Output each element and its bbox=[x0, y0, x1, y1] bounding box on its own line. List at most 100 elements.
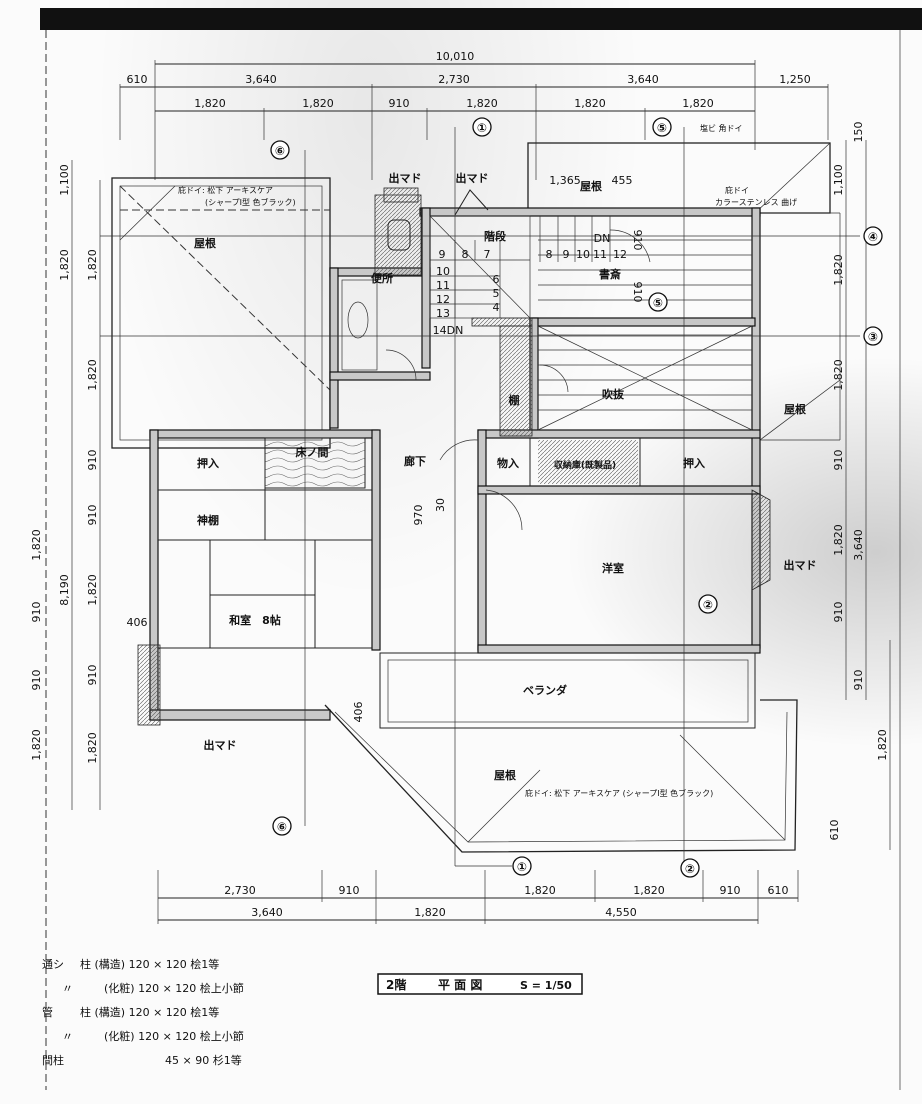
grid-mark: ⑥ bbox=[275, 144, 285, 158]
dim-left: 1,820 bbox=[86, 249, 99, 281]
dim-top: 2,730 bbox=[438, 73, 470, 86]
stair-step: 12 bbox=[613, 248, 627, 261]
dim-top: 3,640 bbox=[245, 73, 277, 86]
note-gutter: 庇ドイ bbox=[725, 185, 749, 195]
dim-top: 1,820 bbox=[682, 97, 714, 110]
label-bay-window: 出マド bbox=[784, 558, 817, 572]
dim-top: 3,640 bbox=[627, 73, 659, 86]
label-down: DN bbox=[594, 232, 611, 245]
stair-step: 4 bbox=[493, 301, 500, 314]
roof-left bbox=[111, 177, 331, 449]
legend-prefix: 管 bbox=[42, 1005, 53, 1019]
grid-mark: ⑤ bbox=[653, 296, 663, 310]
dim-bottom: 910 bbox=[720, 884, 741, 897]
dim-top: 1,820 bbox=[194, 97, 226, 110]
walls bbox=[137, 187, 771, 729]
title-scale: S = 1/50 bbox=[520, 979, 572, 992]
stair-step: 12 bbox=[436, 293, 450, 306]
dim-top: 1,820 bbox=[466, 97, 498, 110]
grid-marks: ① ⑤ ⑥ ④ ③ ⑤ ② ⑥ ① ② bbox=[270, 117, 883, 878]
bottom-dimensions: 2,730 910 1,820 1,820 910 610 3,640 1,82… bbox=[157, 870, 799, 924]
dim-bottom: 3,640 bbox=[251, 906, 283, 919]
dim-interior: 30 bbox=[434, 498, 447, 512]
dim-interior: 910 bbox=[631, 230, 644, 251]
label-veranda: ベランダ bbox=[523, 683, 567, 697]
label-corridor: 廊下 bbox=[404, 454, 426, 468]
dim-right: 910 bbox=[852, 670, 865, 691]
stair-step: 11 bbox=[436, 279, 450, 292]
legend-text: 45 × 90 杉1等 bbox=[165, 1053, 242, 1067]
stair-step: 6 bbox=[493, 273, 500, 286]
dim-left: 910 bbox=[30, 670, 43, 691]
dim-left: 1,820 bbox=[30, 729, 43, 761]
dim-interior: 406 bbox=[352, 702, 365, 723]
stair-step: 9 bbox=[439, 248, 446, 261]
title-name: 平 面 図 bbox=[438, 978, 482, 992]
dim-left: 910 bbox=[86, 505, 99, 526]
label-roof: 屋根 bbox=[784, 402, 807, 416]
grid-mark: ④ bbox=[868, 230, 878, 244]
stair-step: 5 bbox=[493, 287, 500, 300]
label-shelf: 棚 bbox=[509, 393, 520, 407]
dim-left: 8,190 bbox=[58, 574, 71, 606]
dim-interior: 910 bbox=[631, 282, 644, 303]
label-washitsu: 和室 8帖 bbox=[229, 613, 281, 627]
left-dimensions: 1,100 1,820 1,820 8,190 910 910 1,820 1,… bbox=[30, 160, 101, 810]
dim-interior: 970 bbox=[412, 505, 425, 526]
dim-left: 1,820 bbox=[86, 732, 99, 764]
note-gutter: 塩ビ 角ドイ bbox=[700, 123, 743, 133]
dim-right: 1,820 bbox=[876, 729, 889, 761]
label-closet: 押入 bbox=[683, 456, 705, 470]
label-roof: 屋根 bbox=[194, 236, 217, 250]
dim-left: 1,820 bbox=[30, 529, 43, 561]
sheet-top-band bbox=[40, 8, 922, 30]
right-dimensions: 1,100 1,820 1,820 910 1,820 910 910 150 … bbox=[828, 122, 891, 850]
grid-mark: ① bbox=[477, 121, 487, 135]
stair-numbers: 9 8 7 8 9 10 11 12 10 11 12 13 6 5 4 bbox=[436, 248, 627, 320]
grid-mark: ③ bbox=[868, 330, 878, 344]
legend-text: (化粧) 120 × 120 桧上小節 bbox=[104, 1029, 244, 1043]
dim-bottom: 1,820 bbox=[524, 884, 556, 897]
stair-step: 7 bbox=[484, 248, 491, 261]
note-gutter: 庇ドイ: 松下 アーキスケア bbox=[178, 185, 273, 195]
stair-step: 10 bbox=[436, 265, 450, 278]
label-kamidana: 神棚 bbox=[197, 513, 219, 527]
legend-text: (化粧) 120 × 120 桧上小節 bbox=[104, 981, 244, 995]
legend: 通シ 柱 (構造) 120 × 120 桧1等 〃 (化粧) 120 × 120… bbox=[42, 957, 244, 1067]
stair-step: 13 bbox=[436, 307, 450, 320]
dim-left: 1,100 bbox=[58, 164, 71, 196]
legend-prefix: 間柱 bbox=[42, 1053, 64, 1067]
dim-left: 1,820 bbox=[86, 359, 99, 391]
label-storage: 物入 bbox=[497, 456, 519, 470]
dim-top: 1,820 bbox=[302, 97, 334, 110]
grid-mark: ① bbox=[517, 860, 527, 874]
label-bay-window: 出マド bbox=[204, 738, 237, 752]
dim-right: 1,820 bbox=[832, 359, 845, 391]
interior-dimensions: 1,365 455 910 910 970 30 406 406 bbox=[127, 174, 645, 723]
dim-top: 910 bbox=[389, 97, 410, 110]
dim-bottom: 2,730 bbox=[224, 884, 256, 897]
label-storeroom: 収納庫(既製品) bbox=[554, 459, 616, 471]
stair-step: 8 bbox=[462, 248, 469, 261]
dim-left: 910 bbox=[30, 602, 43, 623]
annotations: 庇ドイ: 松下 アーキスケア (シャープⅠ型 色ブラック) 塩ビ 角ドイ 庇ドイ… bbox=[178, 123, 797, 798]
label-bay-window: 出マド bbox=[389, 171, 422, 185]
dim-top: 610 bbox=[127, 73, 148, 86]
note-gutter: カラーステンレス 曲げ bbox=[715, 197, 797, 207]
dim-right: 150 bbox=[852, 122, 865, 143]
label-toilet: 便所 bbox=[371, 271, 393, 285]
dim-right: 610 bbox=[828, 820, 841, 841]
dim-bottom: 1,820 bbox=[633, 884, 665, 897]
label-closet: 押入 bbox=[197, 456, 219, 470]
dim-right: 910 bbox=[832, 602, 845, 623]
dim-right: 3,640 bbox=[852, 529, 865, 561]
dim-right: 910 bbox=[832, 450, 845, 471]
dim-interior: 1,365 bbox=[549, 174, 581, 187]
title-block: 2階 平 面 図 S = 1/50 bbox=[377, 973, 583, 995]
label-roof: 屋根 bbox=[494, 768, 517, 782]
room-labels: 出マド 出マド 屋根 階段 便所 書斎 吹抜 屋根 屋根 押入 床ノ間 廊下 物… bbox=[194, 171, 817, 782]
legend-prefix: 通シ bbox=[42, 958, 64, 971]
dim-interior: 455 bbox=[612, 174, 633, 187]
note-gutter: 庇ドイ: 松下 アーキスケア (シャープⅠ型 色ブラック) bbox=[525, 788, 713, 798]
